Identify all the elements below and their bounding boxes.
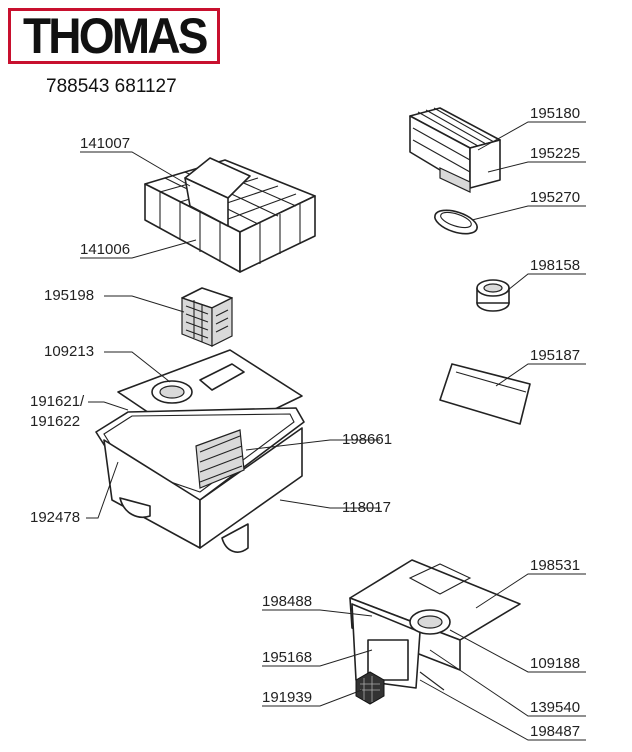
label-118017: 118017 xyxy=(342,499,391,516)
leader-lines xyxy=(80,121,586,741)
part-filter-195180 xyxy=(409,107,501,193)
label-192478: 192478 xyxy=(30,509,80,526)
label-198158: 198158 xyxy=(530,257,580,274)
label-109213: 109213 xyxy=(44,343,94,360)
label-191621: 191621/ xyxy=(30,393,85,410)
label-139540: 139540 xyxy=(530,699,580,716)
part-labels: 141007 141006 195180 195225 195270 19815… xyxy=(30,105,580,740)
label-195198: 195198 xyxy=(44,287,94,304)
label-191622: 191622 xyxy=(30,413,80,430)
label-195270: 195270 xyxy=(530,189,580,206)
label-198531: 198531 xyxy=(530,557,580,574)
label-109188: 109188 xyxy=(530,655,580,672)
label-195187: 195187 xyxy=(530,347,580,364)
part-gasket-195187 xyxy=(439,363,531,425)
part-basket-141007 xyxy=(144,157,316,273)
label-195225: 195225 xyxy=(530,145,580,162)
label-198488: 198488 xyxy=(262,593,312,610)
label-198487: 198487 xyxy=(530,723,580,740)
part-foam-195198 xyxy=(181,287,233,347)
label-141006: 141006 xyxy=(80,241,130,258)
label-195180: 195180 xyxy=(530,105,580,122)
label-141007: 141007 xyxy=(80,135,130,152)
label-195168: 195168 xyxy=(262,649,312,666)
part-pad-195270 xyxy=(434,209,478,235)
label-191939: 191939 xyxy=(262,689,312,706)
part-valve-198158 xyxy=(476,279,510,312)
part-module-198531 xyxy=(349,559,521,705)
label-198661: 198661 xyxy=(342,431,392,448)
brand-name: THOMAS xyxy=(22,8,209,64)
part-tank-118017 xyxy=(95,349,305,553)
article-codes: 788543 681127 xyxy=(46,76,177,97)
brand-logo: THOMAS xyxy=(8,8,220,64)
